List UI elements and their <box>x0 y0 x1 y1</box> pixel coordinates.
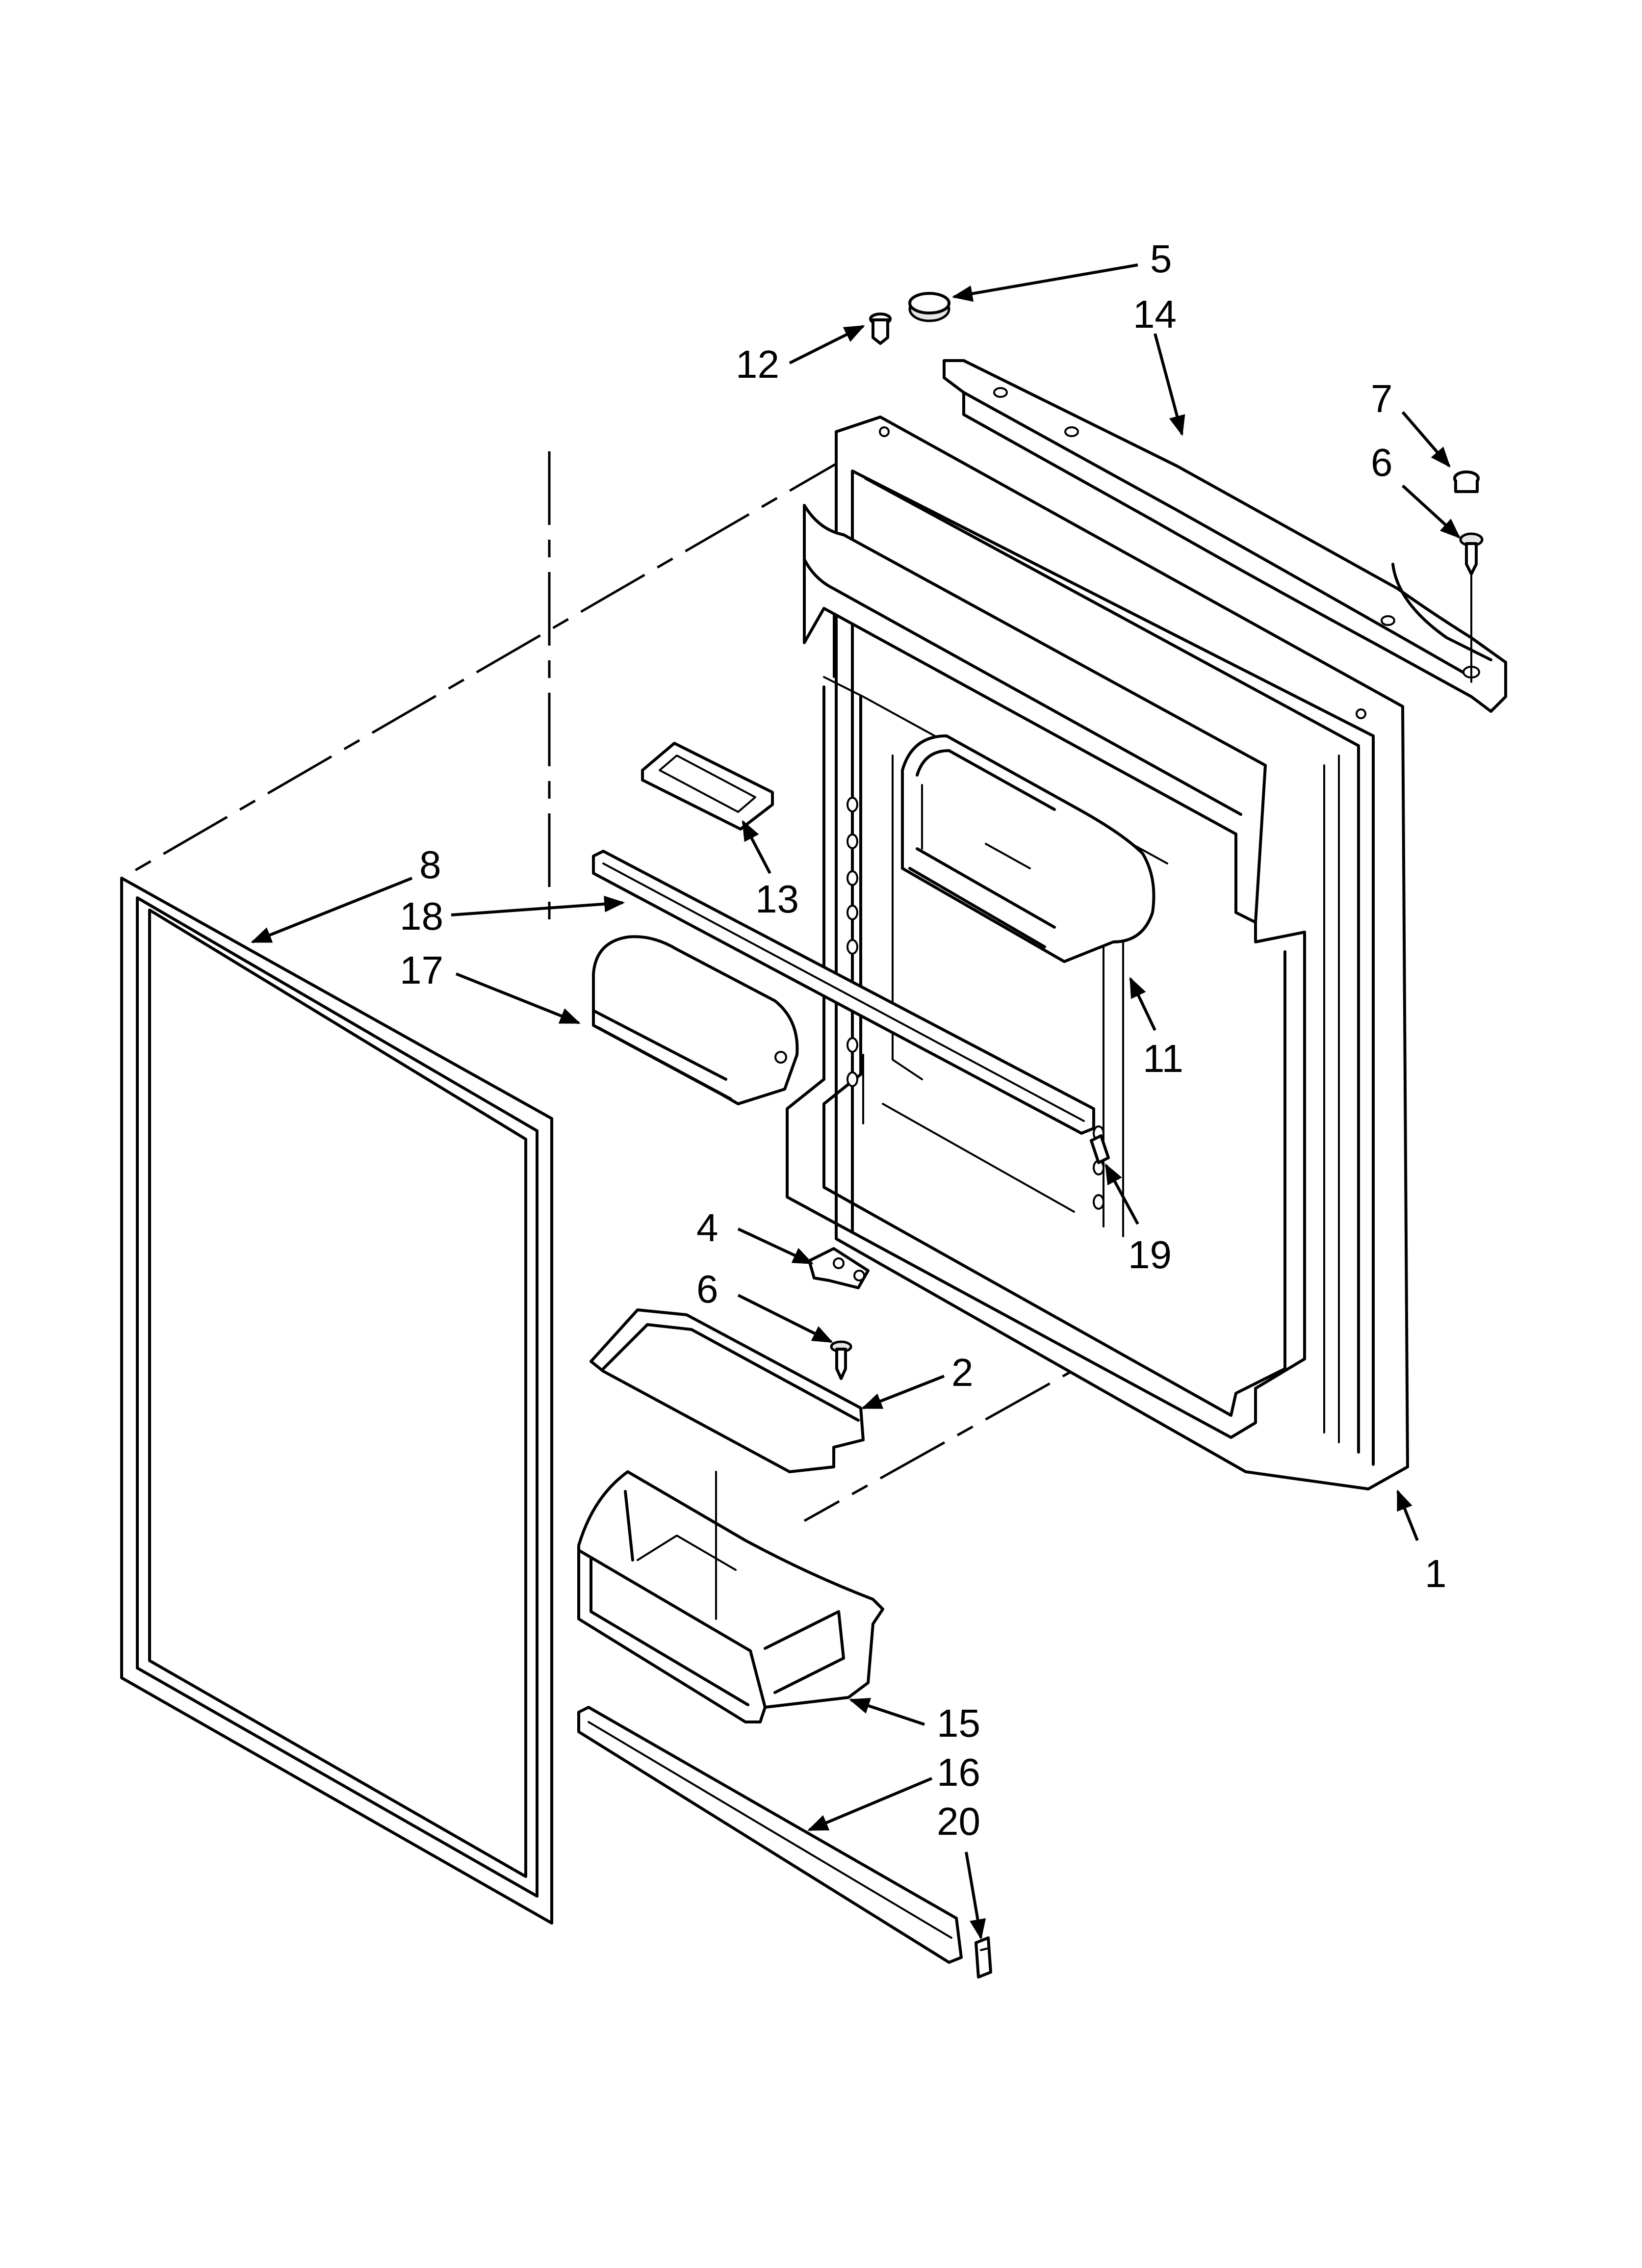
callout-14: 14 <box>1133 292 1177 336</box>
bottom-trim-part-16 <box>577 1706 963 1964</box>
callout-19: 19 <box>1128 1233 1172 1277</box>
liner-top-frame <box>803 504 1267 924</box>
clip-part-19 <box>1090 1134 1110 1164</box>
screw-part-6-top <box>1459 532 1484 683</box>
callout-1: 1 <box>1425 1552 1447 1595</box>
callout-13: 13 <box>755 877 799 921</box>
end-cap-part-20 <box>975 1936 992 1979</box>
plug-part-7 <box>1453 470 1480 493</box>
callout-18: 18 <box>400 894 443 938</box>
callout-6-top: 6 <box>1371 441 1393 484</box>
callout-5: 5 <box>1150 237 1172 281</box>
trim-rail-part-18 <box>592 850 1095 1135</box>
pin-part-12 <box>869 313 892 345</box>
bracket-part-4 <box>808 1247 870 1289</box>
alignment-lines <box>121 451 1261 1522</box>
spacer-part-13 <box>641 742 774 831</box>
callout-2: 2 <box>951 1351 974 1394</box>
callout-4: 4 <box>696 1206 718 1250</box>
cap-part-5 <box>908 292 950 322</box>
callout-7: 7 <box>1371 377 1393 420</box>
callout-16: 16 <box>937 1750 980 1794</box>
callout-20: 20 <box>937 1799 980 1843</box>
door-gasket-part-8 <box>120 877 553 1925</box>
screw-part-6-mid <box>830 1340 852 1380</box>
leader-lines <box>251 263 1461 1940</box>
door-bin-part-11 <box>901 734 1155 963</box>
callout-11: 11 <box>1143 1037 1183 1080</box>
shelf-part-2 <box>590 1308 865 1473</box>
callout-15: 15 <box>937 1701 980 1745</box>
callout-8: 8 <box>419 843 441 886</box>
callout-labels: 5 14 12 7 6 8 18 13 17 11 19 4 6 2 1 15 … <box>400 237 1447 1843</box>
callout-17: 17 <box>400 948 443 992</box>
dairy-door-part-17 <box>592 935 799 1105</box>
callout-12: 12 <box>736 342 779 386</box>
door-bin-part-15 <box>577 1470 884 1723</box>
callout-6-mid: 6 <box>696 1267 718 1311</box>
